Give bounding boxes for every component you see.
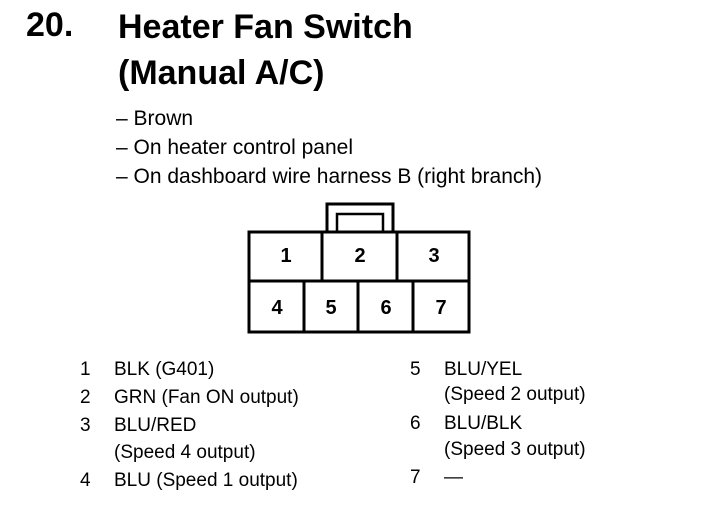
pin-wire: GRN (Fan ON output) <box>114 387 299 408</box>
note-harness: – On dashboard wire harness B (right bra… <box>116 165 543 188</box>
pin-function: (Speed 4 output) <box>114 442 256 463</box>
pin-number: 2 <box>80 387 91 408</box>
pin-label-7: 7 <box>435 297 446 319</box>
pin-wire: BLU/RED <box>114 415 197 436</box>
title-line-2: (Manual A/C) <box>118 54 325 92</box>
page-title: Heater Fan Switch (Manual A/C) <box>118 4 413 96</box>
pin-number: 1 <box>80 359 91 380</box>
pin-wire: — <box>444 467 463 488</box>
pin-label-4: 4 <box>271 297 283 319</box>
connector-lock-tab <box>325 202 395 232</box>
pin-label-5: 5 <box>325 297 336 319</box>
pin-number: 7 <box>410 467 421 488</box>
note-color: – Brown <box>116 107 194 130</box>
pin-wire: BLU/BLK <box>444 413 523 434</box>
pin-function: (Speed 3 output) <box>444 439 586 460</box>
pin-number: 4 <box>80 470 91 491</box>
connector-notes: – Brown – On heater control panel – On d… <box>116 104 542 191</box>
pin-number: 6 <box>410 413 421 434</box>
pin-label-2: 2 <box>354 245 365 267</box>
pin-wire: BLU/YEL <box>444 359 523 380</box>
pin-label-6: 6 <box>380 297 391 319</box>
pin-number: 3 <box>80 415 91 436</box>
note-location: – On heater control panel <box>116 136 353 159</box>
pin-function: (Speed 2 output) <box>444 384 586 405</box>
section-number: 20. <box>26 6 74 44</box>
pin-label-1: 1 <box>280 245 291 267</box>
pin-number: 5 <box>410 359 421 380</box>
title-line-1: Heater Fan Switch <box>118 8 413 46</box>
connector-lock-tab-inner <box>335 212 385 232</box>
pin-wire: BLK (G401) <box>114 359 215 380</box>
pin-wire: BLU (Speed 1 output) <box>114 470 298 491</box>
pin-label-3: 3 <box>428 245 439 267</box>
